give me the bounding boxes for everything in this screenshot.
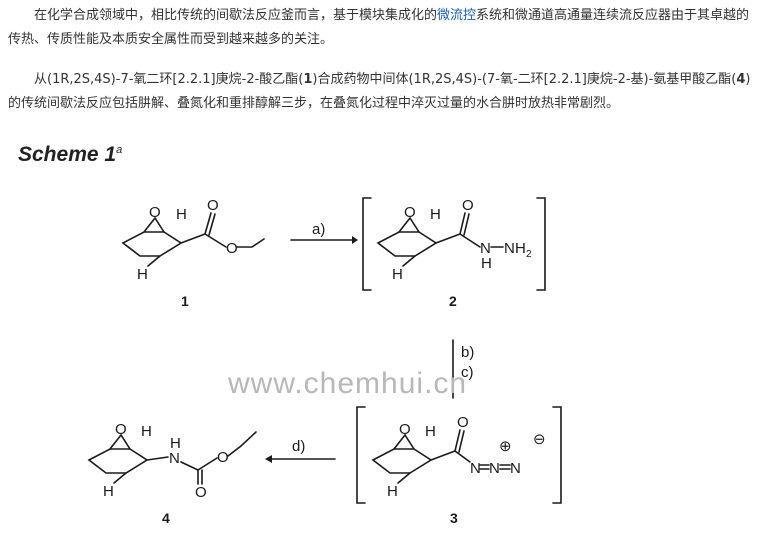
step-b-label: b) [461, 344, 474, 361]
oxygen-atom: O [195, 484, 207, 501]
nitrogen-atom: N [504, 240, 515, 257]
oxygen-atom: O [207, 197, 219, 214]
hydrogen-atom: H [430, 206, 441, 223]
negative-charge-icon: ⊖ [533, 431, 546, 448]
oxygen-atom: O [457, 414, 469, 431]
compound-4-label: 4 [162, 510, 170, 526]
step-a-label: a) [312, 221, 325, 238]
site-watermark: www.chemhui.cn [227, 367, 467, 400]
microfluidic-link[interactable]: 微流控 [437, 8, 477, 23]
hydrogen-atom: H [170, 435, 181, 452]
compound-2-label: 2 [449, 293, 457, 309]
oxygen-atom: O [115, 421, 127, 438]
hydrogen-atom: H [176, 206, 187, 223]
positive-charge-icon: ⊕ [499, 438, 512, 455]
compound-4-structure: O H N H O O H 4 [87, 421, 257, 526]
scheme-title-text: Scheme 1 [18, 143, 117, 166]
scheme-title: Scheme 1a [18, 143, 122, 167]
synthesis-text-a: 从(1R,2S,4S)-7-氧二环[2.2.1]庚烷-2-酸乙酯( [34, 72, 304, 87]
compound-ref-1: 1 [303, 72, 313, 87]
oxygen-atom: O [399, 421, 411, 438]
hydrogen-atom: H [481, 255, 492, 272]
intro-text-a: 在化学合成领域中，相比传统的间歇法反应釜而言，基于模块集成化的 [34, 8, 438, 23]
compound-3-structure: O H O N N N ⊕ ⊖ H 3 [356, 406, 562, 526]
step-bc-arrow: b) c) [452, 339, 474, 399]
compound-2-structure: O H O N H N H 2 H 2 [362, 197, 546, 309]
nitrogen-atom: N [169, 450, 180, 467]
hydrogen-atom: H [392, 266, 403, 283]
nitrogen-atom: N [510, 460, 521, 477]
hydrogen-atom: H [515, 240, 526, 257]
step-d-arrow: d) [265, 438, 336, 463]
synthesis-text-b: )合成药物中间体(1R,2S,4S)-(7-氧-二环[2.2.1]庚烷-2-基)… [312, 72, 737, 87]
hydrogen-atom: H [137, 266, 148, 283]
nitrogen-atom: N [470, 460, 481, 477]
nitrogen-atom: N [480, 240, 491, 257]
step-a-arrow: a) [290, 221, 358, 244]
oxygen-atom: O [149, 204, 161, 221]
hydrogen-atom: H [387, 483, 398, 500]
synthesis-paragraph: 从(1R,2S,4S)-7-氧二环[2.2.1]庚烷-2-酸乙酯(1)合成药物中… [8, 68, 760, 116]
step-d-label: d) [292, 438, 305, 455]
intro-text-b: 系统和微通道高通量连续流反应器由于其卓越的传热、传质性能及本质安全属性而受到越来… [8, 8, 750, 47]
oxygen-atom: O [404, 204, 416, 221]
oxygen-atom: O [462, 197, 474, 214]
scheme-footnote-marker: a [116, 144, 123, 156]
oxygen-atom: O [226, 240, 238, 257]
compound-1-label: 1 [181, 293, 189, 309]
intro-paragraph: 在化学合成领域中，相比传统的间歇法反应釜而言，基于模块集成化的微流控系统和微通道… [8, 4, 760, 52]
nitrogen-atom: N [489, 460, 500, 477]
hydrogen-atom: H [141, 423, 152, 440]
compound-1-structure: O H O O H 1 [121, 197, 265, 309]
oxygen-atom: O [217, 449, 229, 466]
hydrogen-atom: H [103, 483, 114, 500]
synthesis-text-c: )的传统间歇法反应包括肼解、叠氮化和重排醇解三步，在叠氮化过程中淬灭过量的水合肼… [8, 72, 751, 111]
compound-ref-4: 4 [736, 72, 746, 87]
hydrogen-atom: H [425, 423, 436, 440]
compound-3-label: 3 [450, 510, 458, 526]
step-c-label: c) [461, 364, 474, 381]
subscript-2: 2 [526, 249, 532, 260]
